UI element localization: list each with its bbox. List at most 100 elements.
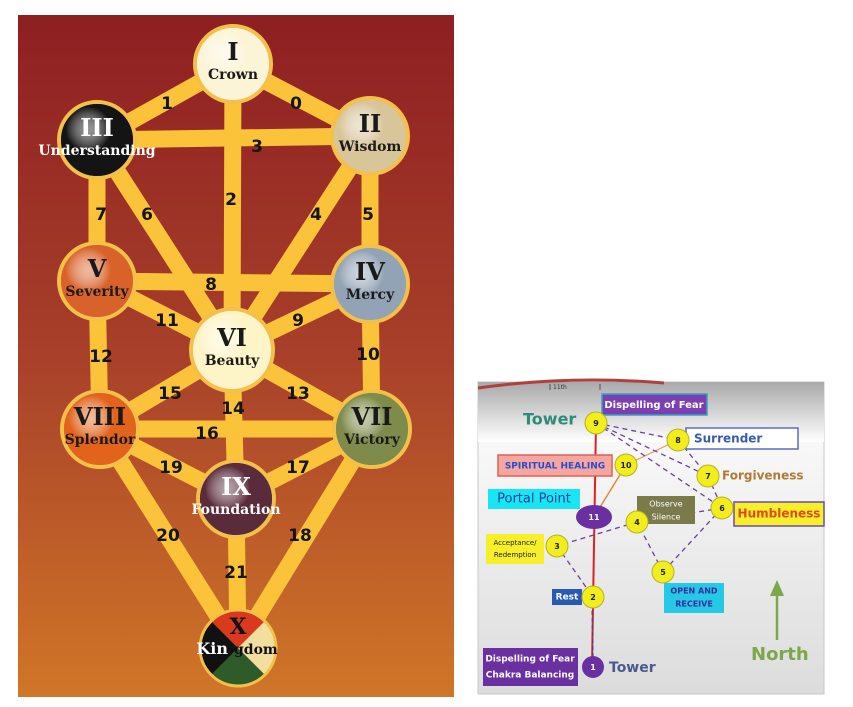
tree-path-label: 7 <box>95 205 107 225</box>
map-node-1: 1 <box>582 656 604 678</box>
sephira-numeral: III <box>80 113 114 142</box>
dispelling-bottom-label: Dispelling of Fear <box>485 655 575 665</box>
portal-point-box <box>488 489 580 509</box>
sephira-numeral: IX <box>221 472 251 501</box>
receive-label: RECEIVE <box>675 600 713 609</box>
sephira-numeral: VIII <box>73 402 126 431</box>
map-node-number: 7 <box>705 472 711 481</box>
map-node-number: 10 <box>620 461 632 470</box>
map-node-10: 10 <box>614 453 638 477</box>
chakra-balancing-label: Chakra Balancing <box>486 671 574 681</box>
tower-top-label: Tower <box>523 410 576 429</box>
north-arrow-head <box>770 580 784 596</box>
map-node-number: 4 <box>634 518 640 527</box>
map-dashed-link <box>595 422 679 441</box>
spiritual-healing-label: SPIRITUAL HEALING <box>505 462 605 472</box>
map-node-4: 4 <box>625 510 649 534</box>
map-node-number: 8 <box>675 436 681 445</box>
rest-box <box>552 589 582 605</box>
map-node-2: 2 <box>581 585 605 609</box>
dispelling-top-box <box>601 393 708 416</box>
tree-path-label: 21 <box>224 563 248 583</box>
sephira-numeral: V <box>87 254 107 283</box>
map-node-number: 6 <box>719 504 725 513</box>
forgiveness-label: Forgiveness <box>722 469 804 483</box>
surrender-label: Surrender <box>694 432 762 446</box>
map-node-8: 8 <box>666 428 690 452</box>
sephira-name-left: Kin <box>196 639 228 658</box>
sephira-name: Understanding <box>38 143 155 159</box>
tree-path-label: 8 <box>205 275 217 295</box>
map-dashed-link <box>595 422 723 509</box>
tree-path-label: 4 <box>310 205 322 225</box>
sephira-name: Foundation <box>191 502 280 518</box>
tree-path-18 <box>229 420 381 657</box>
humbleness-box <box>733 501 825 527</box>
sephira-name: Wisdom <box>338 139 402 155</box>
tree-path-label: 6 <box>141 205 153 225</box>
map-dashed-link <box>595 422 709 477</box>
tree-path-label: 13 <box>286 384 310 404</box>
tree-path-label: 0 <box>290 94 302 114</box>
map-node-number: 11 <box>588 513 600 522</box>
tree-path-label: 19 <box>159 458 183 478</box>
observe-label: Observe <box>649 500 682 509</box>
dispelling-top-label: Dispelling of Fear <box>604 400 703 411</box>
sephira-numeral: I <box>227 37 238 66</box>
tree-path-label: 15 <box>158 384 182 404</box>
redemption-label: Redemption <box>494 551 536 559</box>
map-node-number: 5 <box>660 568 666 577</box>
map-node-9: 9 <box>584 411 608 435</box>
kingdom-quadrant <box>238 621 276 675</box>
sephira-numeral: VI <box>216 323 247 352</box>
tree-path-label: 17 <box>286 458 310 478</box>
kingdom-quadrant <box>211 648 265 686</box>
sephira-name: Severity <box>65 284 129 300</box>
sephira-name: Mercy <box>346 287 395 303</box>
tree-path-label: 12 <box>89 347 113 367</box>
map-top-arc <box>477 378 665 390</box>
portal-point-label: Portal Point <box>497 492 571 507</box>
map-node-6: 6 <box>710 496 734 520</box>
tree-path-2 <box>223 55 242 359</box>
tree-path-label: 11 <box>155 311 179 331</box>
silence-label: Silence <box>652 513 681 522</box>
sephira-numeral: VII <box>350 402 392 431</box>
tree-path-label: 5 <box>362 205 374 225</box>
sephira-name: Crown <box>208 67 258 83</box>
tree-path-label: 20 <box>156 526 180 546</box>
tree-path-label: 16 <box>195 424 219 444</box>
dispelling-bottom-box <box>483 648 578 686</box>
tree-path-8 <box>88 272 379 293</box>
sephira-name: Splendor <box>65 432 136 448</box>
map-dashed-link <box>556 521 638 547</box>
sephira-name-right: gdom <box>234 642 278 658</box>
tree-path-label: 18 <box>288 526 312 546</box>
map-node-number: 1 <box>590 663 596 672</box>
north-label: North <box>751 644 809 665</box>
tree-path-label: 3 <box>251 137 263 157</box>
kingdom-quadrant <box>200 621 238 675</box>
open-receive-box <box>664 583 724 613</box>
sephira-numeral: IV <box>355 257 385 286</box>
tree-path-20 <box>91 420 247 657</box>
tree-path-label: 14 <box>221 399 245 419</box>
spiritual-healing-box <box>497 454 613 477</box>
map-node-3: 3 <box>545 534 569 558</box>
tree-path-label: 10 <box>356 345 380 365</box>
map-node-number: 9 <box>593 419 599 428</box>
sephira-numeral: X <box>229 614 247 640</box>
rest-label: Rest <box>556 593 579 603</box>
tree-path-label: 1 <box>161 94 173 114</box>
acceptance-box <box>486 534 544 564</box>
